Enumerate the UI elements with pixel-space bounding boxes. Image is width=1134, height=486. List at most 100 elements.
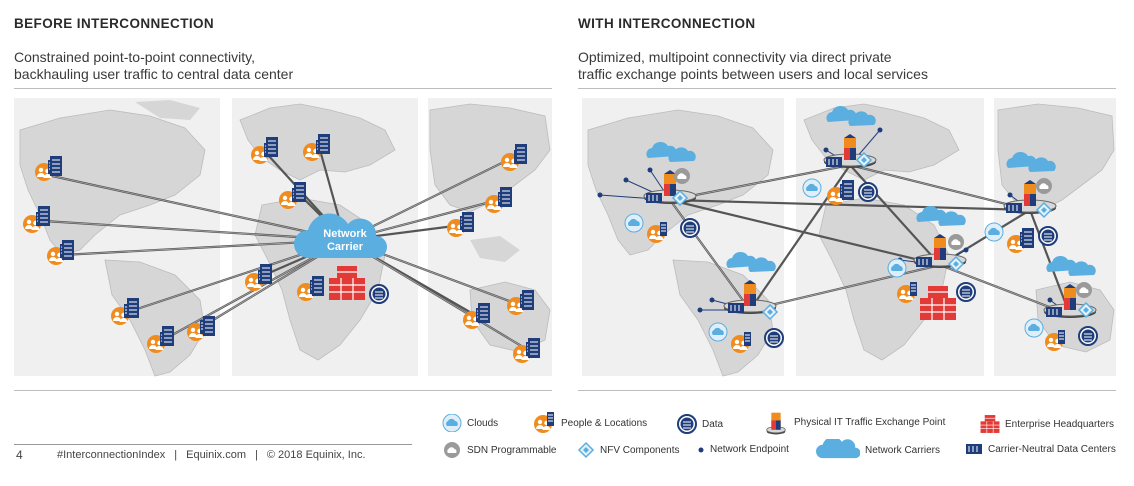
sdn-icon: [674, 168, 690, 184]
after-subtitle-line2: traffic exchange points between users an…: [578, 66, 928, 82]
network-carrier-cloud-icon: [816, 439, 860, 459]
datacenter-icon: [727, 302, 745, 314]
server-icon: [841, 179, 855, 201]
footer-separator: |: [174, 449, 178, 461]
before-subtitle-line2: backhauling user traffic to central data…: [14, 66, 294, 82]
legend-data-label: Data: [702, 418, 724, 430]
data-icon: [858, 182, 878, 202]
after-rule: [578, 88, 1116, 89]
before-nodes: Network Carrier: [22, 133, 541, 364]
after-endpoints: [597, 127, 1053, 313]
legend-clouds: Clouds: [442, 414, 498, 432]
data-icon: [680, 218, 700, 238]
endpoint-dot: [963, 247, 969, 253]
cloud-icon: [887, 258, 907, 278]
server-icon: [499, 186, 513, 208]
cloud-icon: [442, 414, 462, 432]
legend-exchange: Physical IT Traffic Exchange Point: [763, 408, 945, 436]
legend-endpoint: Network Endpoint: [697, 444, 789, 455]
cloud-icon: [984, 222, 1004, 242]
endpoint-dot: [877, 127, 883, 133]
endpoint-dot: [597, 192, 603, 198]
endpoint-dot: [697, 307, 703, 313]
endpoint-dot: [647, 167, 653, 173]
after-subtitle-line1: Optimized, multipoint connectivity via d…: [578, 49, 892, 65]
nfv-icon: [578, 442, 594, 458]
sdn-icon: [948, 234, 964, 250]
before-subtitle: Constrained point-to-point connectivity,…: [14, 49, 293, 83]
legend-exchange-label: Physical IT Traffic Exchange Point: [794, 416, 946, 428]
server-icon: [1021, 227, 1035, 249]
footer-text: #InterconnectionIndex | Equinix.com | © 2018…: [57, 449, 366, 461]
datacenter-icon: [825, 156, 843, 168]
server-icon: [265, 136, 279, 158]
legend-nfv: NFV Components: [577, 441, 679, 459]
server-icon: [521, 289, 535, 311]
server-icon: [514, 143, 528, 165]
server-icon: [259, 263, 273, 285]
server-icon: [49, 155, 63, 177]
after-subtitle: Optimized, multipoint connectivity via d…: [578, 49, 928, 83]
legend-carriers-label: Network Carriers: [865, 444, 941, 456]
endpoint-dot: [709, 297, 715, 303]
datacenter-icon: [1005, 202, 1023, 214]
legend-datacenters-label: Carrier-Neutral Data Centers: [988, 443, 1116, 455]
server-icon: [311, 275, 325, 297]
cloud-icon: [802, 178, 822, 198]
server-icon: [202, 315, 216, 337]
before-title: BEFORE INTERCONNECTION: [14, 16, 215, 31]
endpoint-dot: [823, 147, 829, 153]
legend-carriers: Network Carriers: [816, 439, 940, 461]
carrier-label-line1: Network: [323, 228, 367, 240]
headquarters-icon: [980, 414, 1000, 434]
server-icon: [61, 239, 75, 261]
data-icon: [1038, 226, 1058, 246]
server-icon: [37, 205, 51, 227]
legend-clouds-label: Clouds: [467, 417, 499, 429]
before-bottom-rule: [14, 390, 552, 391]
before-rule: [14, 88, 552, 89]
footer-copyright: © 2018 Equinix, Inc.: [266, 449, 366, 461]
datacenter-icon: [1045, 306, 1063, 318]
server-icon: [527, 337, 541, 359]
data-icon: [677, 414, 697, 434]
footer-separator: |: [255, 449, 258, 461]
legend-hq-label: Enterprise Headquarters: [1005, 418, 1114, 430]
endpoint-dot: [623, 177, 629, 183]
cloud-icon: [1024, 318, 1044, 338]
server-icon: [461, 211, 475, 233]
server-icon: [161, 325, 175, 347]
legend-people-label: People & Locations: [561, 417, 648, 429]
endpoint-dot-icon: [698, 447, 704, 452]
datacenter-icon: [965, 443, 983, 455]
data-icon: [956, 282, 976, 302]
legend-sdn: SDN Programmable: [442, 441, 556, 459]
server-icon: [126, 297, 140, 319]
footer-site-link[interactable]: Equinix.com: [186, 449, 247, 461]
cloud-icon: [624, 213, 644, 233]
legend-nfv-label: NFV Components: [600, 444, 680, 456]
exchange-point-icon: [766, 412, 786, 435]
footer-hashtag: #InterconnectionIndex: [57, 449, 166, 461]
datacenter-icon: [915, 256, 933, 268]
legend-hq: Enterprise Headquarters: [980, 414, 1114, 434]
endpoint-dot: [1007, 192, 1013, 198]
sdn-icon: [1076, 282, 1092, 298]
footer-rule: [14, 444, 412, 445]
legend-sdn-label: SDN Programmable: [467, 444, 557, 456]
datacenter-icon: [645, 192, 663, 204]
page-number: 4: [16, 448, 23, 462]
legend-endpoint-label: Network Endpoint: [710, 444, 789, 455]
data-icon: [764, 328, 784, 348]
people-icon: [533, 412, 555, 434]
data-icon: [369, 284, 389, 304]
after-title: WITH INTERCONNECTION: [578, 16, 756, 31]
after-bottom-rule: [578, 390, 1116, 391]
endpoint-dot: [1047, 297, 1053, 303]
cloud-icon: [708, 322, 728, 342]
sdn-icon: [1036, 178, 1052, 194]
legend-data: Data: [677, 414, 723, 434]
carrier-label-line2: Carrier: [327, 241, 364, 253]
legend-datacenters: Carrier-Neutral Data Centers: [965, 443, 1116, 455]
server-icon: [293, 181, 307, 203]
